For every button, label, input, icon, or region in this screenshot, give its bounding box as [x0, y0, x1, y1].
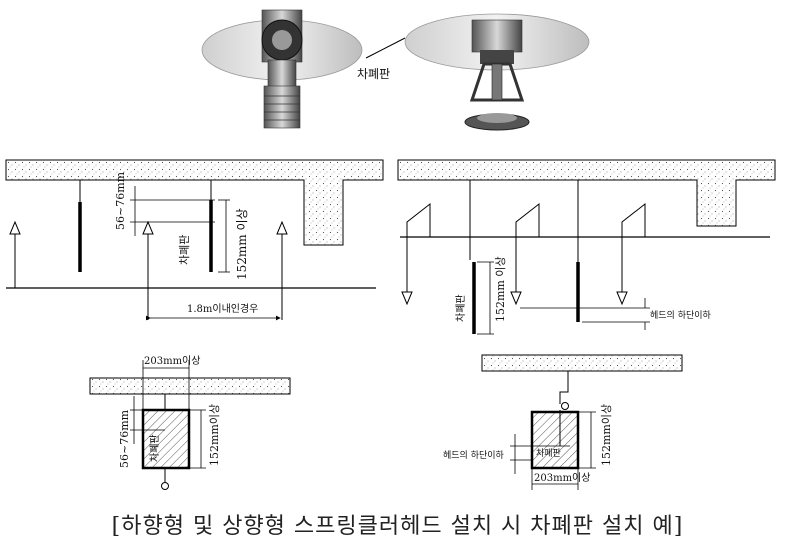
bottom-left-shield-plate: [141, 408, 191, 470]
bottom-right-dim-bottom-label: 203mm이상: [534, 472, 590, 484]
bottom-right-ceiling: [481, 354, 683, 372]
photo-label-leader: [365, 37, 406, 59]
bottom-left-plate-label: 차폐판: [149, 434, 161, 462]
left-dim-plate-label: 152mm 이상: [235, 208, 249, 280]
bottom-right-pipe: [559, 371, 569, 404]
bottom-right-dim-plate-label: 152mm이상: [600, 404, 613, 466]
right-dim-plate-label: 152mm 이상: [494, 256, 507, 322]
bottom-right-dimension-lines: [510, 411, 596, 490]
left-ceiling: [5, 159, 384, 246]
left-branch-pipes: [79, 180, 212, 215]
left-plate-label: 차폐판: [178, 235, 191, 265]
bottom-right-head: [561, 402, 569, 410]
bottom-left-head: [161, 482, 169, 490]
right-plate-label: 차폐판: [455, 294, 467, 322]
left-dim-horizontal-label: 1.8m이내인경우: [187, 302, 258, 315]
bottom-left-dim-vertical-label: 56~76mm: [118, 409, 131, 468]
bottom-left-ceiling: [89, 377, 291, 395]
right-dimension-lines: [477, 261, 650, 335]
bottom-left-dim-top-label: 203mm이상: [144, 355, 200, 367]
left-spray-arrows: [9, 220, 288, 320]
bottom-right-shield-plate: [530, 410, 580, 470]
bottom-right-plate-label: 차폐판: [536, 447, 561, 459]
bottom-left-dimension-lines: [130, 360, 206, 469]
right-ceiling: [397, 159, 776, 227]
bottom-right-head-label: 헤드의 하단이하: [443, 449, 505, 461]
right-spray-arrows: [401, 202, 646, 306]
bottom-left-dim-plate-label: 152mm이상: [208, 404, 221, 466]
upright-sprinkler-photo: [404, 13, 590, 131]
left-dim-vertical-label: 56~76mm: [114, 171, 127, 230]
figure-caption: [하향형 및 상향형 스프링클러헤드 설치 시 차폐판 설치 예]: [111, 514, 684, 539]
photo-label: 차폐판: [357, 67, 390, 81]
right-head-label: 헤드의 하단이하: [650, 309, 712, 321]
left-dimension-lines: [130, 186, 281, 321]
pendent-sprinkler-photo: [201, 9, 363, 129]
right-branch-pipes: [469, 180, 579, 262]
